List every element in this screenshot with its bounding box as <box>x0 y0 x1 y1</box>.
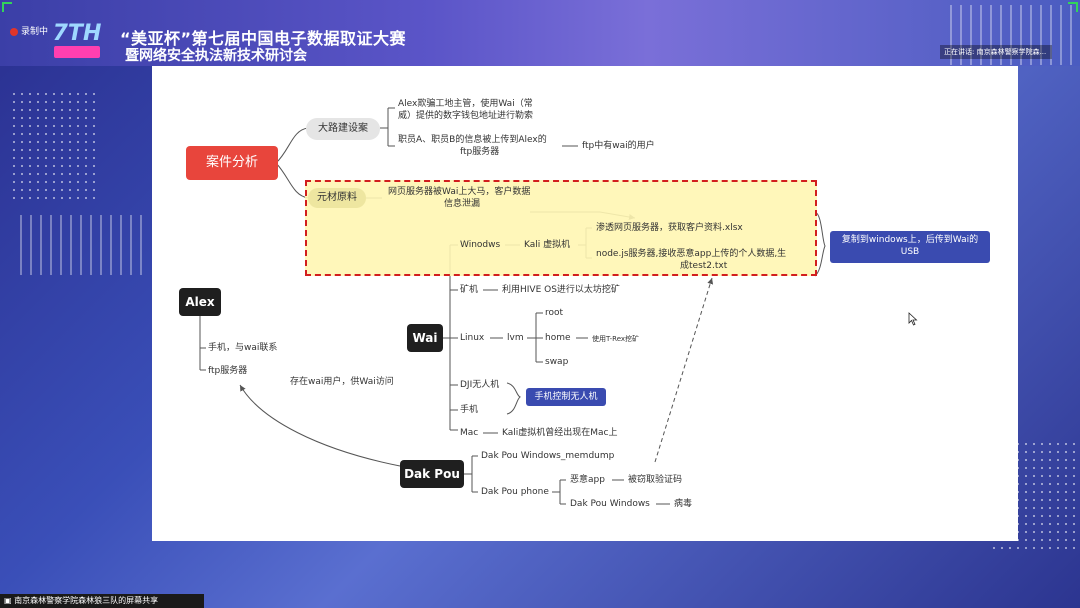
road-item-1-line2: 威）提供的数字钱包地址进行勒索 <box>398 111 534 121</box>
mac-item: Kali虚拟机曾经出现在Mac上 <box>502 428 618 438</box>
branch-road-case: 大路建设案 <box>306 118 380 140</box>
kali-item-1: 渗透网页服务器，获取客户资料.xlsx <box>596 223 743 233</box>
dak-phone-windows: Dak Pou Windows <box>570 499 650 509</box>
screen-share-icon: ▣ <box>4 596 15 605</box>
event-banner <box>0 0 1080 66</box>
node-wai: Wai <box>407 324 443 352</box>
alex-item-phone: 手机，与wai联系 <box>208 343 278 353</box>
wai-left-label: 存在wai用户，供Wai访问 <box>290 377 394 387</box>
node-kali-vm: Kali 虚拟机 <box>524 240 571 250</box>
share-frame-corner <box>1068 2 1078 12</box>
copy-box-line1: 复制到windows上，后传到Wai的 <box>841 235 979 245</box>
node-linux: Linux <box>460 333 485 343</box>
recording-indicator: 录制中 <box>10 24 48 37</box>
dak-item-phone: Dak Pou phone <box>481 487 549 497</box>
node-windows: Winodws <box>460 240 501 250</box>
alex-item-ftp: ftp服务器 <box>208 366 248 376</box>
screen-share-bar: ▣ 南京森林警察学院森林狼三队的屏幕共享 <box>0 594 204 608</box>
highlight-region <box>305 180 817 276</box>
dak-phone-windows-item: 病毒 <box>674 499 693 509</box>
road-item-2-child: ftp中有wai的用户 <box>582 141 655 151</box>
branch-yuancai: 元材原料 <box>308 188 366 208</box>
root-node-case-analysis: 案件分析 <box>186 146 278 180</box>
node-mac: Mac <box>460 428 479 438</box>
kali-item-2-line2: 成test2.txt <box>680 261 728 271</box>
screen-share-label: 南京森林警察学院森林狼三队的屏幕共享 <box>14 596 159 605</box>
dak-phone-app-item: 被窃取验证码 <box>628 475 683 485</box>
road-item-1-line1: Alex欺骗工地主管，使用Wai（常 <box>398 99 533 109</box>
node-phone: 手机 <box>460 405 479 415</box>
dak-item-memdump: Dak Pou Windows_memdump <box>481 451 615 461</box>
decor-stripes-right <box>950 5 1080 65</box>
yuancai-item-line2: 信息泄漏 <box>444 199 481 209</box>
event-subtitle: 暨网络安全执法新技术研讨会 <box>125 48 307 64</box>
node-miner: 矿机 <box>460 285 479 295</box>
record-dot-icon <box>10 27 18 36</box>
road-item-2-line2: ftp服务器 <box>460 147 500 157</box>
mind-map-slide <box>152 66 1018 541</box>
speaking-indicator: 正在讲话: 南京森林警察学院森... <box>940 45 1052 59</box>
decor-stripes-left <box>20 215 150 275</box>
decor-dots-left <box>10 90 100 200</box>
svg-text:7TH: 7TH <box>53 21 102 46</box>
copy-box-line2: USB <box>900 247 920 257</box>
copy-to-usb-box: 复制到windows上，后传到Wai的 USB <box>830 231 990 263</box>
dak-phone-app: 恶意app <box>570 475 605 485</box>
node-alex: Alex <box>179 288 221 316</box>
road-item-2-line1: 职员A、职员B的信息被上传到Alex的 <box>398 135 547 145</box>
event-logo: 7TH <box>53 21 102 58</box>
home-item: 使用T-Rex挖矿 <box>592 335 640 343</box>
share-frame-corner <box>2 2 12 12</box>
miner-item: 利用HIVE OS进行以太坊挖矿 <box>502 285 620 295</box>
yuancai-item-line1: 网页服务器被Wai上大马，客户数据 <box>388 187 531 197</box>
dir-home: home <box>545 333 571 343</box>
node-lvm: lvm <box>507 333 524 343</box>
kali-item-2-line1: node.js服务器,接收恶意app上传的个人数据,生 <box>596 249 787 259</box>
drone-control-box: 手机控制无人机 <box>526 388 606 406</box>
node-dji-drone: DJI无人机 <box>460 380 500 390</box>
dir-swap: swap <box>545 357 569 367</box>
dir-root: root <box>545 308 564 318</box>
event-title: “美亚杯”第七届中国电子数据取证大赛 <box>120 29 407 48</box>
node-dak-pou: Dak Pou <box>400 460 464 488</box>
mouse-cursor-icon <box>908 312 918 326</box>
